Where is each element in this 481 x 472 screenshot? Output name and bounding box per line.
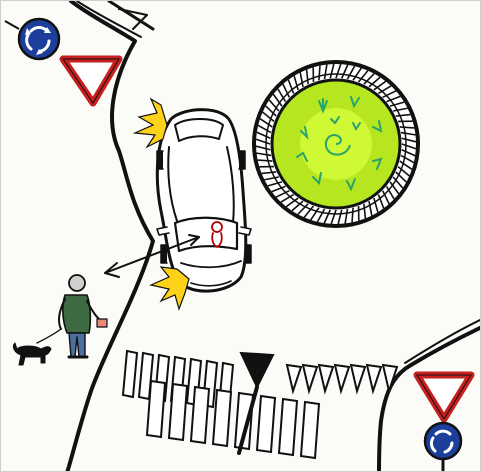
hatch-stroke bbox=[319, 66, 320, 81]
car-windshield bbox=[175, 218, 237, 251]
roundabout-island bbox=[254, 62, 418, 226]
zebra-stripe bbox=[301, 402, 319, 458]
roundabout-sign-top-left bbox=[5, 19, 59, 59]
shark-tooth bbox=[303, 365, 317, 391]
pedestrian-hand-bag bbox=[97, 319, 107, 327]
shark-tooth bbox=[287, 365, 301, 391]
hatch-stroke bbox=[400, 127, 415, 128]
shark-tooth bbox=[319, 365, 333, 391]
yield-sign-bottom-right bbox=[417, 375, 471, 419]
dog-leash bbox=[37, 329, 61, 343]
hatch-stroke bbox=[258, 160, 273, 161]
dog bbox=[13, 343, 51, 365]
zebra-stripe bbox=[279, 399, 297, 455]
zebra-stripe bbox=[147, 381, 165, 437]
car bbox=[157, 110, 251, 292]
shark-tooth bbox=[367, 365, 381, 391]
pedestrian-head bbox=[69, 275, 85, 291]
pedestrian-legs bbox=[69, 333, 85, 357]
shark-tooth bbox=[351, 365, 365, 391]
zebra-stripe bbox=[257, 396, 275, 452]
zebra-stripe bbox=[123, 351, 137, 397]
zebra-stripe bbox=[213, 390, 231, 446]
pedestrian bbox=[37, 275, 107, 357]
hatch-stroke bbox=[352, 208, 353, 223]
yield-sign-top-left bbox=[63, 59, 119, 103]
headlight-flash-rear bbox=[135, 99, 167, 147]
shark-tooth bbox=[335, 365, 349, 391]
roundabout-sign-bottom-right bbox=[425, 423, 461, 472]
zebra-stripe bbox=[191, 387, 209, 443]
shark-teeth-yield-line bbox=[287, 365, 397, 391]
zebra-stripe bbox=[169, 384, 187, 440]
